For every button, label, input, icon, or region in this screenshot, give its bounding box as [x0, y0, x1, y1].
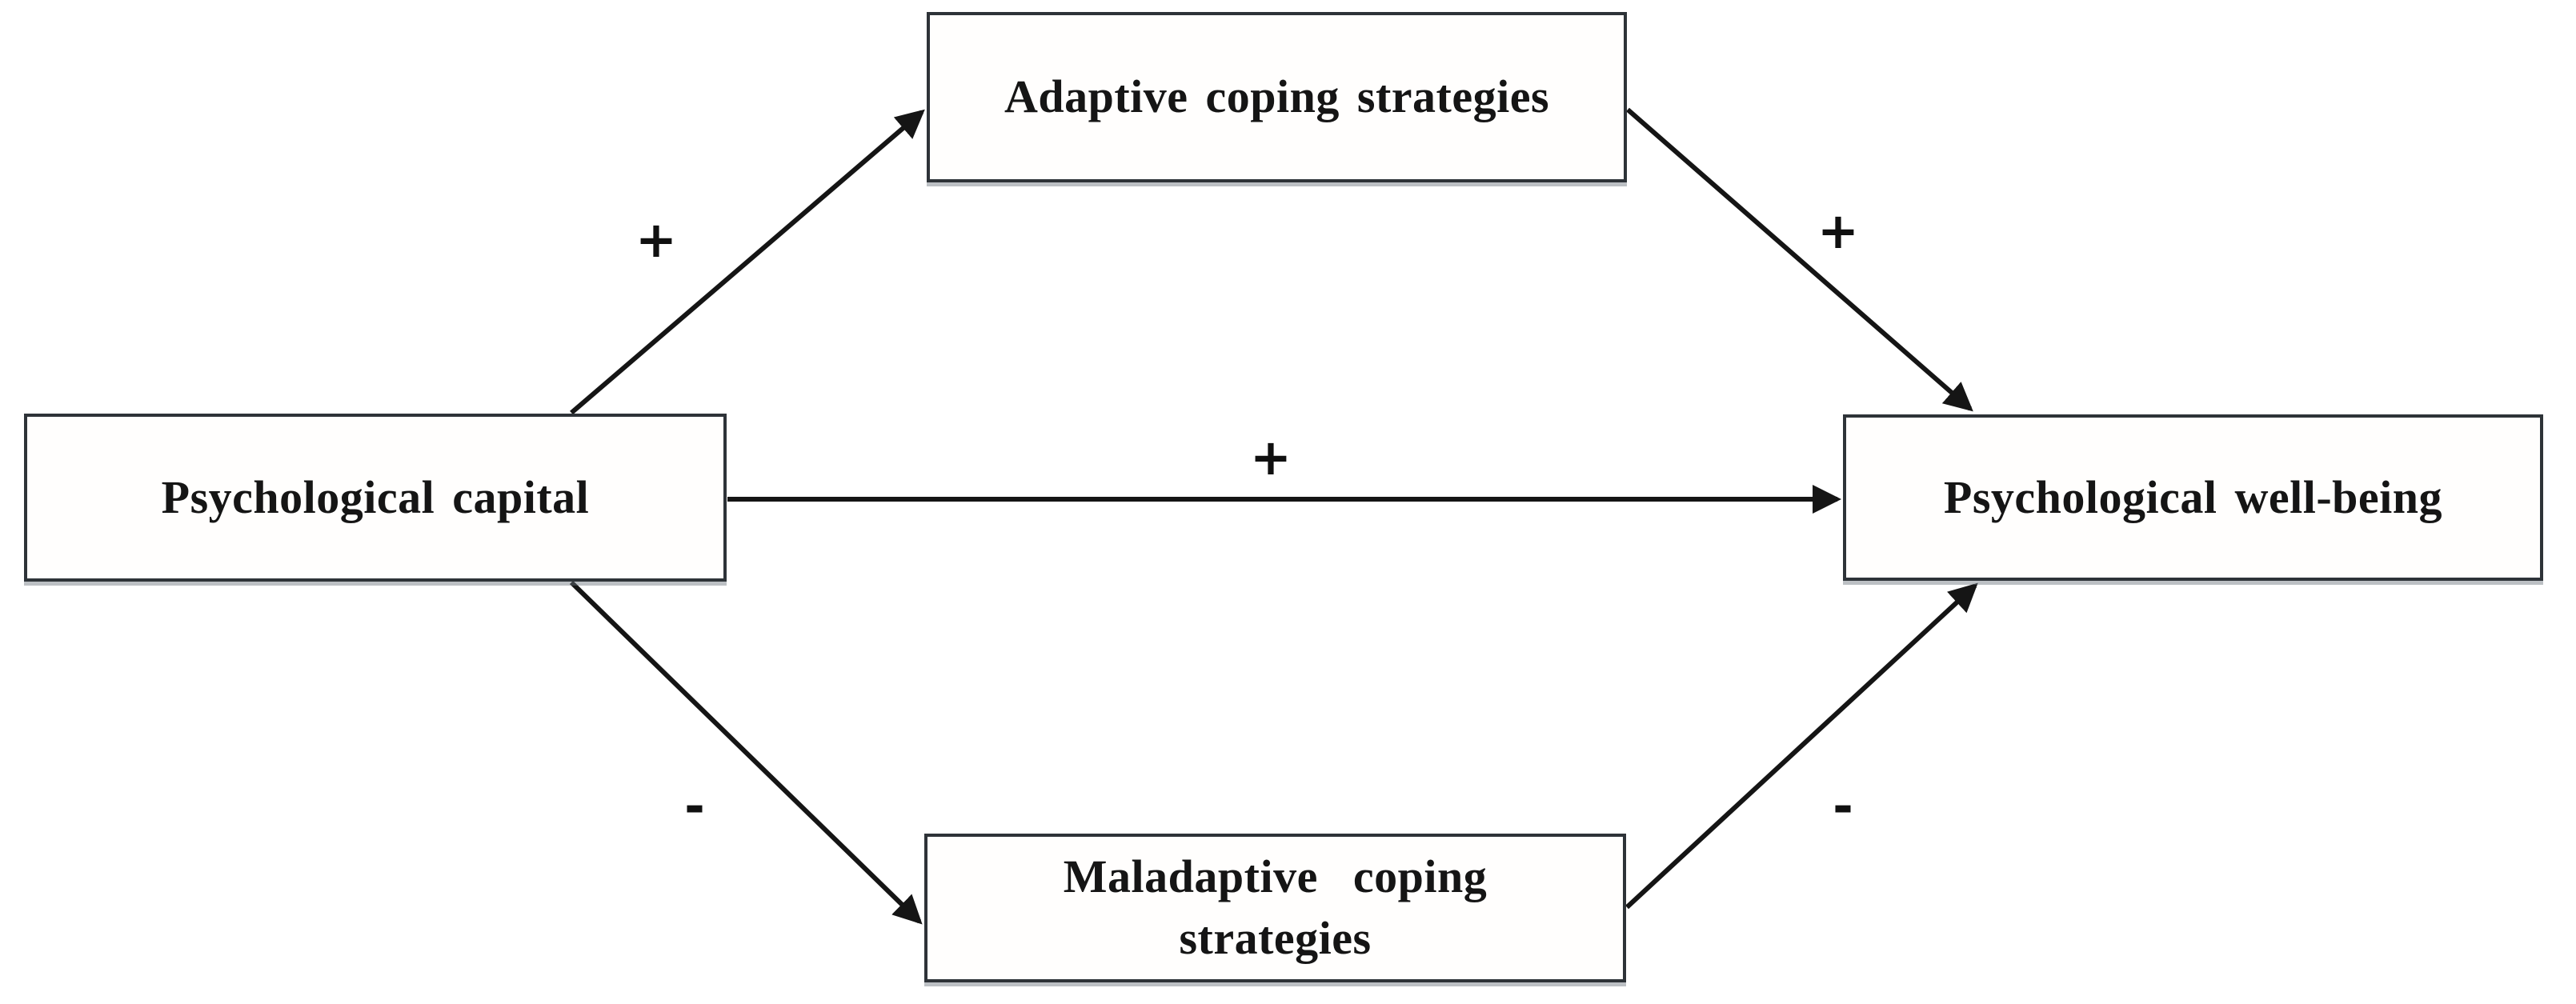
edge-sign-maladaptive-to-wellbeing: - — [1833, 777, 1853, 835]
node-psychological-well-being-label: Psychological well-being — [1943, 470, 2443, 523]
arrow-psycap-to-adaptive — [570, 109, 925, 415]
node-adaptive-coping-strategies-label: Adaptive coping strategies — [1004, 70, 1550, 123]
arrow-psycap-to-maladaptive — [569, 580, 923, 925]
edge-sign-psycap-to-adaptive: + — [635, 210, 677, 269]
node-maladaptive-coping-strategies-label-line1: Maladaptive coping — [1063, 850, 1488, 903]
arrow-adaptive-to-wellbeing — [1626, 107, 1973, 412]
node-adaptive-coping-strategies: Adaptive coping strategies — [927, 12, 1627, 182]
node-psychological-well-being: Psychological well-being — [1843, 414, 2543, 581]
node-psychological-capital: Psychological capital — [24, 414, 727, 582]
edge-sign-adaptive-to-wellbeing: + — [1817, 202, 1859, 260]
node-maladaptive-coping-strategies-label-line2: strategies — [1179, 912, 1372, 964]
node-psychological-capital-label: Psychological capital — [161, 470, 590, 523]
edge-sign-psycap-to-wellbeing: + — [1250, 428, 1292, 486]
node-maladaptive-coping-strategies: Maladaptive coping strategies — [924, 834, 1626, 982]
arrow-maladaptive-to-wellbeing — [1625, 582, 1978, 910]
edge-sign-psycap-to-maladaptive: - — [684, 777, 705, 835]
